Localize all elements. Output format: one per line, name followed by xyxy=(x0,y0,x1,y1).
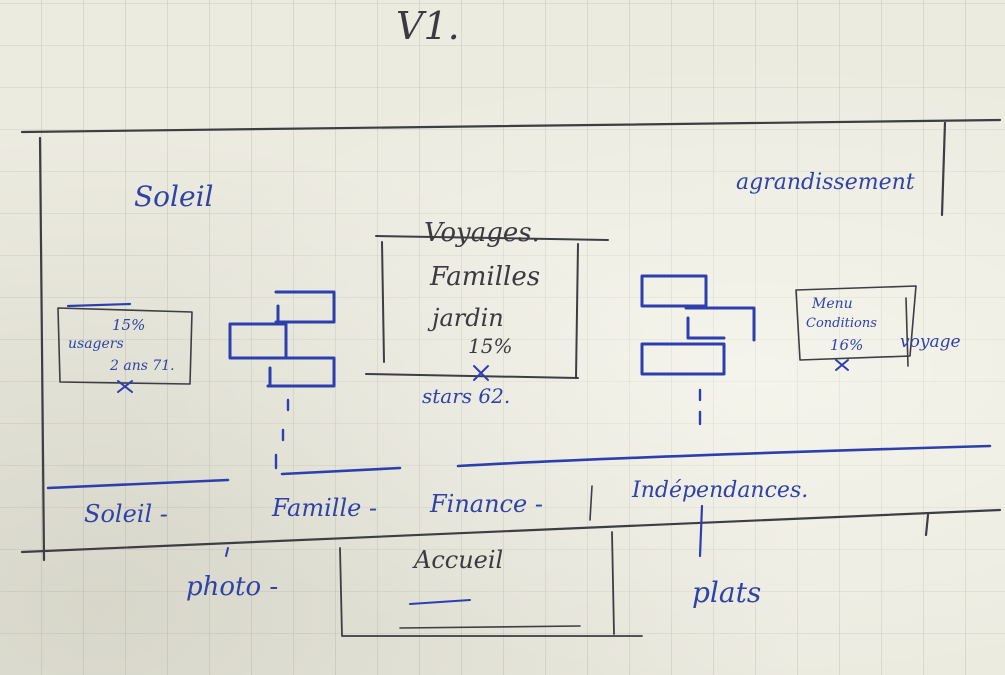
right-section-label: agrandissement xyxy=(736,170,915,195)
tab-famille[interactable]: Famille - xyxy=(272,494,377,522)
center-card-line1: Voyages. xyxy=(424,218,540,248)
left-block-stack xyxy=(230,292,334,468)
tab-finance[interactable]: Finance - xyxy=(430,490,543,518)
left-section-label: Soleil xyxy=(134,180,213,213)
center-card-caption: stars 62. xyxy=(422,384,510,408)
page-title: V1. xyxy=(396,4,460,48)
left-card-line2: usagers xyxy=(68,336,124,352)
left-card-line3: 2 ans 71. xyxy=(110,358,175,374)
center-card-line3: jardin xyxy=(432,304,504,332)
center-card-line4: 15% xyxy=(468,334,512,358)
left-card-line1: 15% xyxy=(112,316,145,334)
right-card-line3: 16% xyxy=(830,336,863,354)
right-block-stack xyxy=(642,276,754,424)
right-card-line2: Conditions xyxy=(806,316,877,331)
bottom-box-label: Accueil xyxy=(414,546,503,574)
bottom-left-label: photo - xyxy=(186,572,278,602)
tab-bar-lines xyxy=(48,446,990,488)
center-card-line2: Familles xyxy=(430,262,540,292)
right-card-line1: Menu xyxy=(812,296,853,312)
bottom-right-label: plats xyxy=(692,576,761,609)
tab-independances[interactable]: Indépendances. xyxy=(632,478,808,503)
right-card-side-label: voyage xyxy=(900,332,961,352)
tab-soleil[interactable]: Soleil - xyxy=(84,500,168,528)
